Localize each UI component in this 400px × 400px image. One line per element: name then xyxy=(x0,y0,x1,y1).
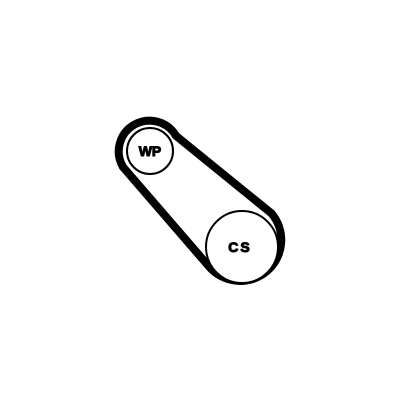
belt-span-upper xyxy=(172,131,276,218)
crankshaft-pulley: CS xyxy=(205,210,279,284)
crankshaft-pulley-circle xyxy=(205,210,279,284)
water-pump-pulley: WP xyxy=(126,127,174,175)
water-pump-label: WP xyxy=(139,143,162,159)
water-pump-pulley-circle xyxy=(126,127,174,175)
belt-span-lower xyxy=(119,163,213,271)
belt-wrap-water-pump xyxy=(114,116,180,171)
crankshaft-label: CS xyxy=(228,239,251,255)
